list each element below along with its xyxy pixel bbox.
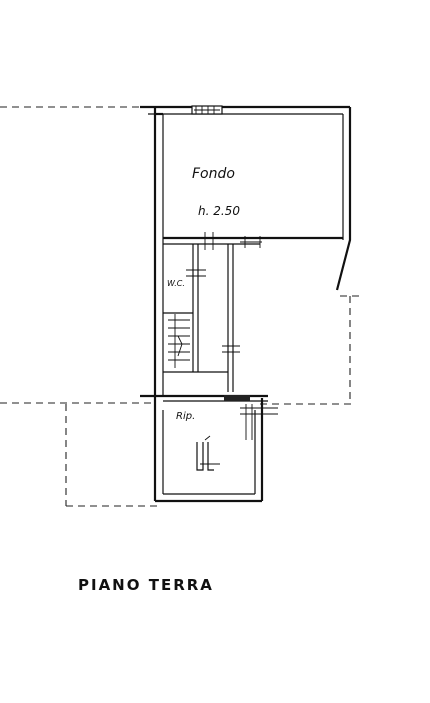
top-window <box>191 105 223 115</box>
internal-walls <box>163 244 240 392</box>
room-label-fondo: Fondo <box>192 166 235 182</box>
outer-walls <box>140 105 352 503</box>
staircase <box>168 314 190 368</box>
room-height-fondo: h. 2.50 <box>198 204 240 218</box>
floor-title: PIANO TERRA <box>78 576 214 594</box>
neighbor-boundaries <box>0 106 362 507</box>
rip-partition <box>140 394 278 440</box>
room-label-rip: Rip. <box>176 411 195 422</box>
room-label-wc: W.C. <box>167 279 185 288</box>
fondo-partition <box>163 232 343 250</box>
rip-fixture <box>196 435 220 471</box>
